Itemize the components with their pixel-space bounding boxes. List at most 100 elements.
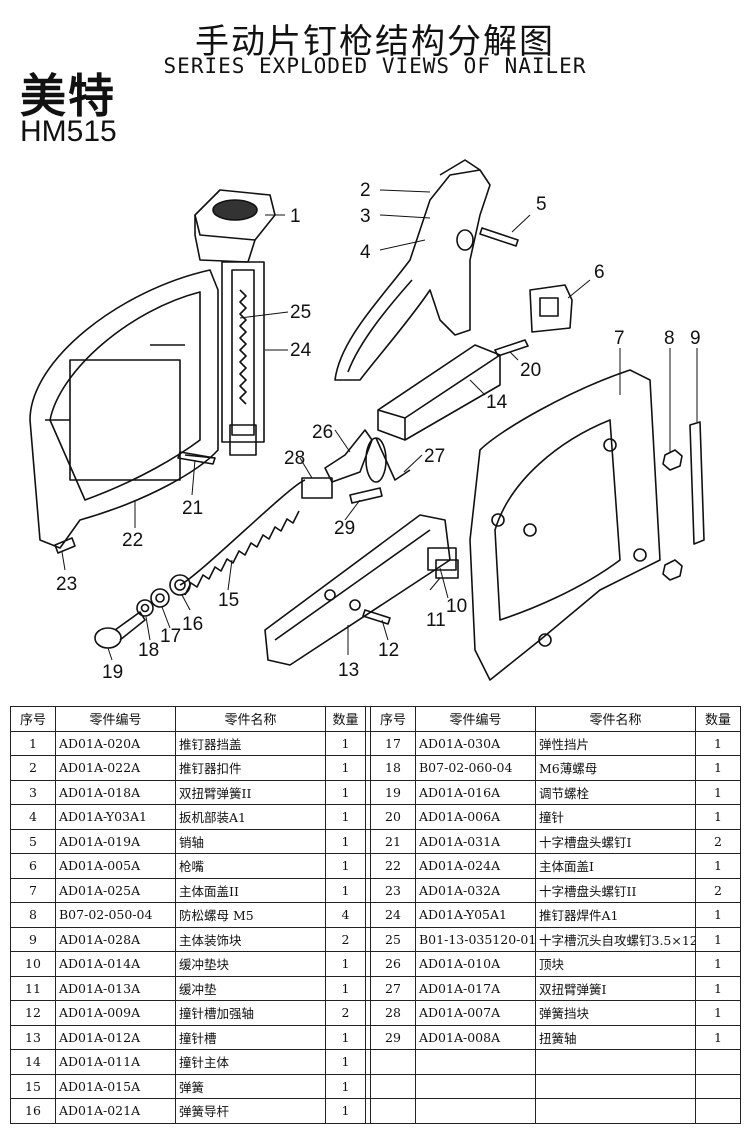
cell-code: AD01A-011A: [55, 1049, 176, 1075]
cell-code: [415, 1073, 536, 1099]
part-thin-nut: [136, 599, 154, 617]
page-subtitle: SERIES EXPLODED VIEWS OF NAILER: [163, 54, 587, 78]
cell-name: 主体面盖II: [175, 877, 326, 903]
cell-name: 主体面盖I: [535, 853, 696, 879]
cell-name: 推钉器挡盖: [175, 730, 326, 756]
cell-no: 7: [10, 877, 56, 903]
cell-name: 十字槽盘头螺钉I: [535, 828, 696, 854]
part-guide-rod: [169, 574, 191, 596]
cell-code: AD01A-012A: [55, 1024, 176, 1050]
callout-2: 2: [360, 180, 371, 201]
cell-code: AD01A-013A: [55, 975, 176, 1001]
cell-name: 撞针槽加强轴: [175, 1000, 326, 1026]
cell-qty: 1: [325, 730, 366, 756]
cell-no: 19: [370, 779, 416, 805]
cell-code: AD01A-024A: [415, 853, 536, 879]
cell-name: 主体装饰块: [175, 926, 326, 952]
cell-code: AD01A-015A: [55, 1073, 176, 1099]
cell-name: 扭簧轴: [535, 1024, 696, 1050]
cell-no: 4: [10, 804, 56, 830]
cell-code: AD01A-022A: [55, 755, 176, 781]
part-nuts: [662, 449, 683, 581]
part-body-cover-left: [29, 269, 219, 549]
cell-name: 双扭臂弹簧II: [175, 779, 326, 805]
brand-logo: 美特: [20, 69, 116, 123]
cell-code: AD01A-028A: [55, 926, 176, 952]
cell-qty: 1: [695, 951, 741, 977]
cell-code: AD01A-021A: [55, 1098, 176, 1124]
part-spring: [179, 479, 306, 596]
cell-code: AD01A-030A: [415, 730, 536, 756]
part-buffer-block: [435, 559, 459, 579]
part-striker: [494, 339, 529, 357]
cell-no: 15: [10, 1073, 56, 1099]
col-header-qty: 数量: [695, 706, 741, 732]
part-spring-stop: [301, 477, 333, 499]
cell-no: 29: [370, 1024, 416, 1050]
cell-qty: 1: [695, 1024, 741, 1050]
callout-10: 10: [446, 596, 467, 617]
cell-qty: 1: [325, 804, 366, 830]
cell-code: AD01A-007A: [415, 1000, 536, 1026]
part-spring-pin: [349, 487, 383, 504]
cell-qty: 1: [325, 828, 366, 854]
cell-code: AD01A-009A: [55, 1000, 176, 1026]
cell-code: AD01A-016A: [415, 779, 536, 805]
cell-code: AD01A-017A: [415, 975, 536, 1001]
cell-code: AD01A-006A: [415, 804, 536, 830]
col-header-no: 序号: [370, 706, 416, 732]
part-nozzle: [529, 284, 573, 333]
callout-labels: 1 2 3 4 5 6 7 8 9 10 11 12 13 14 15 16 1…: [56, 180, 701, 683]
cell-code: [415, 1098, 536, 1124]
cell-no: 22: [370, 853, 416, 879]
cell-name: M6薄螺母: [535, 755, 696, 781]
part-elastic-washer: [150, 588, 170, 608]
cell-no: 3: [10, 779, 56, 805]
cell-no: 20: [370, 804, 416, 830]
callout-13: 13: [338, 660, 359, 681]
part-buffer-pad: [427, 547, 457, 571]
cell-no: 21: [370, 828, 416, 854]
cell-code: AD01A-005A: [55, 853, 176, 879]
cell-qty: 2: [325, 1000, 366, 1026]
cell-no: 1: [10, 730, 56, 756]
callout-26: 26: [312, 422, 333, 443]
cell-name: 缓冲垫: [175, 975, 326, 1001]
cell-qty: 1: [695, 755, 741, 781]
callout-21: 21: [182, 498, 203, 519]
cell-qty: 1: [325, 1073, 366, 1099]
callout-16: 16: [182, 614, 203, 635]
model-number: HM515: [20, 115, 117, 148]
cell-no: 8: [10, 902, 56, 928]
cell-qty: 1: [695, 779, 741, 805]
callout-5: 5: [536, 194, 547, 215]
cell-name: 枪嘴: [175, 853, 326, 879]
callout-11: 11: [426, 610, 446, 631]
col-header-code: 零件编号: [415, 706, 536, 732]
cell-no: 12: [10, 1000, 56, 1026]
cell-name: 销轴: [175, 828, 326, 854]
cell-code: AD01A-010A: [415, 951, 536, 977]
exploded-view-diagram: 1 2 3 4 5 6 7 8 9 10 11 12 13 14 15 16 1…: [29, 159, 705, 683]
cell-qty: 1: [325, 951, 366, 977]
cell-qty: 2: [695, 828, 741, 854]
cell-code: B07-02-060-04: [415, 755, 536, 781]
cell-code: [415, 1049, 536, 1075]
part-screw-23: [54, 537, 76, 554]
cell-no: 9: [10, 926, 56, 952]
cell-qty: 1: [325, 853, 366, 879]
callout-17: 17: [160, 626, 181, 647]
cell-qty: 1: [695, 902, 741, 928]
cell-no: 26: [370, 951, 416, 977]
